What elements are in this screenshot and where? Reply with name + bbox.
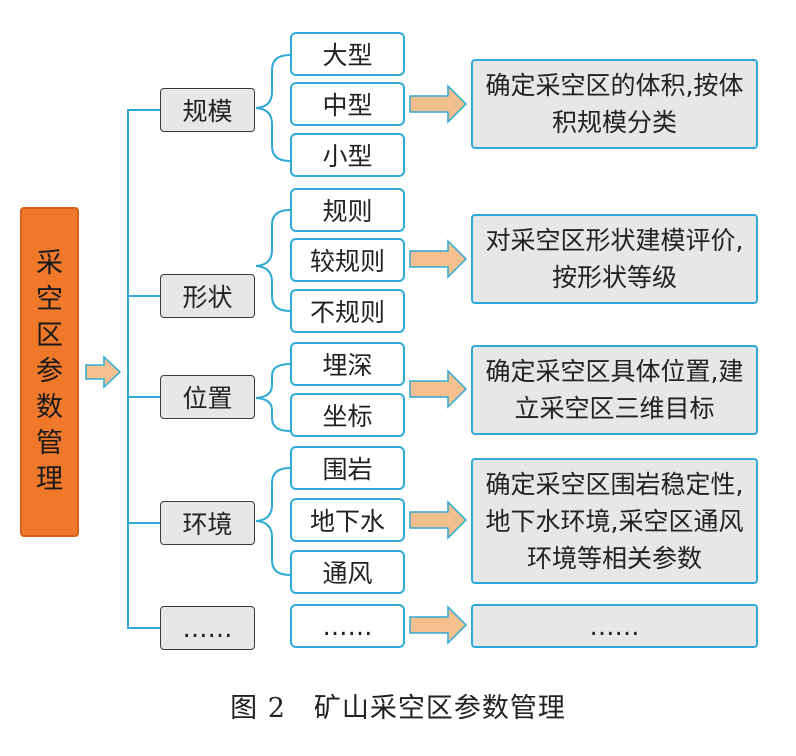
sub-item-more: …… (290, 604, 405, 648)
category-environment: 环境 (160, 501, 255, 545)
sub-item-small: 小型 (290, 133, 405, 177)
description-position: 确定采空区具体位置,建立采空区三维目标 (471, 345, 758, 435)
sub-item-medium: 中型 (290, 82, 405, 126)
root-node: 采空区参数管理 (20, 207, 79, 537)
description-scale: 确定采空区的体积,按体积规模分类 (471, 59, 758, 149)
arrow-root (85, 355, 122, 389)
root-label: 采空区参数管理 (36, 248, 63, 495)
description-environment: 确定采空区围岩稳定性,地下水环境,采空区通风环境等相关参数 (471, 458, 758, 584)
sub-item-surrounding-rock: 围岩 (290, 446, 405, 490)
arrow-shape (409, 239, 468, 279)
brace-position (255, 363, 291, 432)
arrow-environment (409, 500, 468, 540)
brace-environment (255, 467, 291, 576)
sub-item-regular: 规则 (290, 188, 405, 232)
sub-item-depth: 埋深 (290, 342, 405, 386)
category-position: 位置 (160, 375, 255, 419)
description-more: …… (471, 604, 758, 648)
sub-item-coordinates: 坐标 (290, 393, 405, 437)
brace-scale (255, 54, 291, 162)
sub-item-irregular: 不规则 (290, 289, 405, 333)
category-more: …… (160, 606, 255, 650)
sub-item-groundwater: 地下水 (290, 498, 405, 542)
arrow-scale (409, 84, 468, 124)
sub-item-fairly-regular: 较规则 (290, 238, 405, 282)
arrow-position (409, 369, 468, 409)
figure-caption: 图 2 矿山采空区参数管理 (230, 693, 566, 724)
sub-item-ventilation: 通风 (290, 550, 405, 594)
description-shape: 对采空区形状建模评价,按形状等级 (471, 214, 758, 304)
sub-item-large: 大型 (290, 32, 405, 76)
category-shape: 形状 (160, 274, 255, 318)
brace-shape (255, 209, 291, 312)
root-bracket (127, 109, 160, 629)
arrow-more (409, 605, 468, 645)
category-scale: 规模 (160, 88, 255, 132)
